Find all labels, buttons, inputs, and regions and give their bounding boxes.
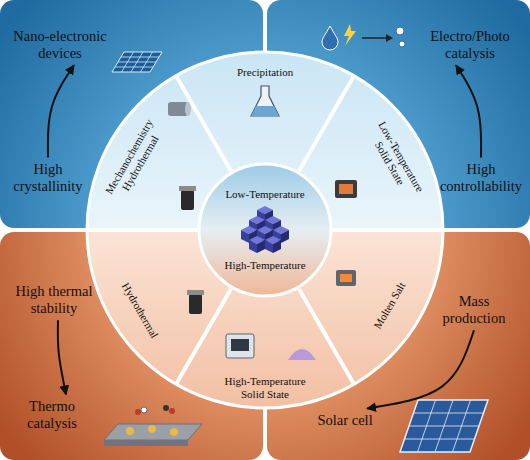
chip-grid-line — [131, 52, 143, 72]
core-circle — [199, 164, 331, 296]
solar-grid-line — [435, 400, 453, 452]
furnace-window — [340, 274, 352, 282]
solar-panel — [400, 400, 488, 452]
autoclave-cap — [187, 290, 204, 295]
flask-liquid — [251, 106, 279, 116]
furnace-icon — [226, 334, 254, 358]
wedge-separator — [176, 289, 231, 384]
water-splitting-icon — [322, 24, 405, 50]
reaction-arrowhead — [386, 34, 393, 42]
node-text: High-Temperature — [224, 259, 305, 272]
property-label: High thermal stability — [8, 283, 100, 318]
node-text: High thermal stability — [8, 283, 100, 318]
method-wedge: Precipitation — [237, 66, 293, 79]
autoclave-cap — [179, 186, 196, 191]
catalyst-slab — [104, 424, 202, 440]
chip-grid — [115, 52, 159, 72]
node-text: Solar cell — [318, 412, 373, 429]
application-label: Nano-electronic devices — [9, 28, 111, 63]
gas-bubble — [399, 41, 405, 47]
property-label: Mass production — [435, 293, 513, 328]
node-text: Mechanochemistry Hydrothermal — [100, 112, 171, 208]
node-text: High-Temperature Solid State — [215, 375, 315, 401]
furnace-body — [335, 180, 357, 198]
wedge-separator — [299, 76, 354, 171]
node-text: High controllability — [435, 161, 527, 196]
solar-panel-icon — [400, 400, 488, 452]
molecule-atom — [169, 408, 175, 414]
application-label: Electro/Photo catalysis — [420, 28, 520, 63]
node-text: Electro/Photo catalysis — [420, 28, 520, 63]
disk-rim — [87, 52, 443, 408]
method-wedge: High-Temperature Solid State — [215, 375, 315, 401]
furnace-body — [336, 270, 356, 286]
powder-pile — [288, 349, 316, 360]
node-text: Thermo catalysis — [16, 398, 88, 433]
property-label: High crystallinity — [4, 161, 92, 196]
furnace-door — [231, 339, 249, 351]
method-wedge: Mechanochemistry Hydrothermal — [100, 112, 171, 208]
flow-arrow — [367, 330, 474, 408]
node-text: Mass production — [435, 293, 513, 328]
wedge-separator — [299, 289, 354, 384]
molecule-atom — [135, 409, 141, 415]
metal-particle — [170, 428, 178, 436]
node-text: High crystallinity — [4, 161, 92, 196]
node-text: Molten Salt — [371, 279, 408, 330]
furnace-icon — [336, 270, 356, 286]
water-drop — [322, 26, 338, 50]
chip-body — [112, 52, 162, 72]
wedge-separators — [87, 76, 443, 384]
chip-grid-line — [141, 52, 153, 72]
solar-grid-line — [453, 400, 471, 452]
molecule-atom — [163, 405, 169, 411]
catalyst-slab-edge — [104, 440, 188, 446]
autoclave-icon — [187, 290, 204, 314]
node-text: Low-Temperature — [225, 188, 304, 201]
mill-lid — [185, 102, 191, 116]
wedge-separator — [333, 228, 443, 232]
node-text: Precipitation — [237, 66, 293, 79]
solar-grid — [405, 400, 484, 452]
crystal-cube — [265, 236, 281, 253]
flask-icon — [251, 86, 279, 116]
method-wedge: Low-Temperature Solid State — [361, 115, 429, 206]
autoclave-icon — [179, 186, 196, 210]
flask-body — [251, 86, 279, 116]
furnace-icon — [335, 180, 357, 198]
flow-arrow — [48, 65, 74, 157]
application-label: Thermo catalysis — [16, 398, 88, 433]
autoclave-body — [189, 294, 202, 314]
method-wedge: Hydrothermal — [119, 280, 161, 340]
method-wedge: Molten Salt — [371, 279, 408, 330]
furnace-body — [226, 334, 254, 358]
core-circle-art — [197, 162, 333, 298]
autoclave-body — [181, 190, 194, 210]
crystal-cube — [249, 236, 265, 253]
property-label: High controllability — [435, 161, 527, 196]
chip-grid-line — [122, 52, 134, 72]
wedge-separator — [87, 228, 197, 232]
chip-icon — [112, 52, 162, 72]
catalyst-surface-icon — [104, 405, 202, 446]
gas-bubble — [396, 27, 404, 35]
lightning-bolt — [344, 24, 356, 46]
node-text: Low-Temperature Solid State — [361, 115, 429, 206]
application-label: Solar cell — [318, 412, 373, 429]
molecule-atom — [141, 407, 147, 413]
wedge-separator — [176, 76, 231, 171]
ball-mill-icon — [168, 102, 191, 116]
node-text: Hydrothermal — [119, 280, 161, 340]
flow-arrow — [58, 320, 66, 394]
reaction-arrow — [362, 37, 388, 39]
solar-grid-line — [418, 400, 436, 452]
metal-particle — [148, 425, 156, 433]
furnace-window — [339, 184, 353, 194]
node-text: Nano-electronic devices — [9, 28, 111, 63]
metal-particle — [126, 427, 134, 435]
temperature-core: Low-TemperatureHigh-Temperature — [197, 162, 333, 298]
flow-arrow — [456, 65, 481, 157]
